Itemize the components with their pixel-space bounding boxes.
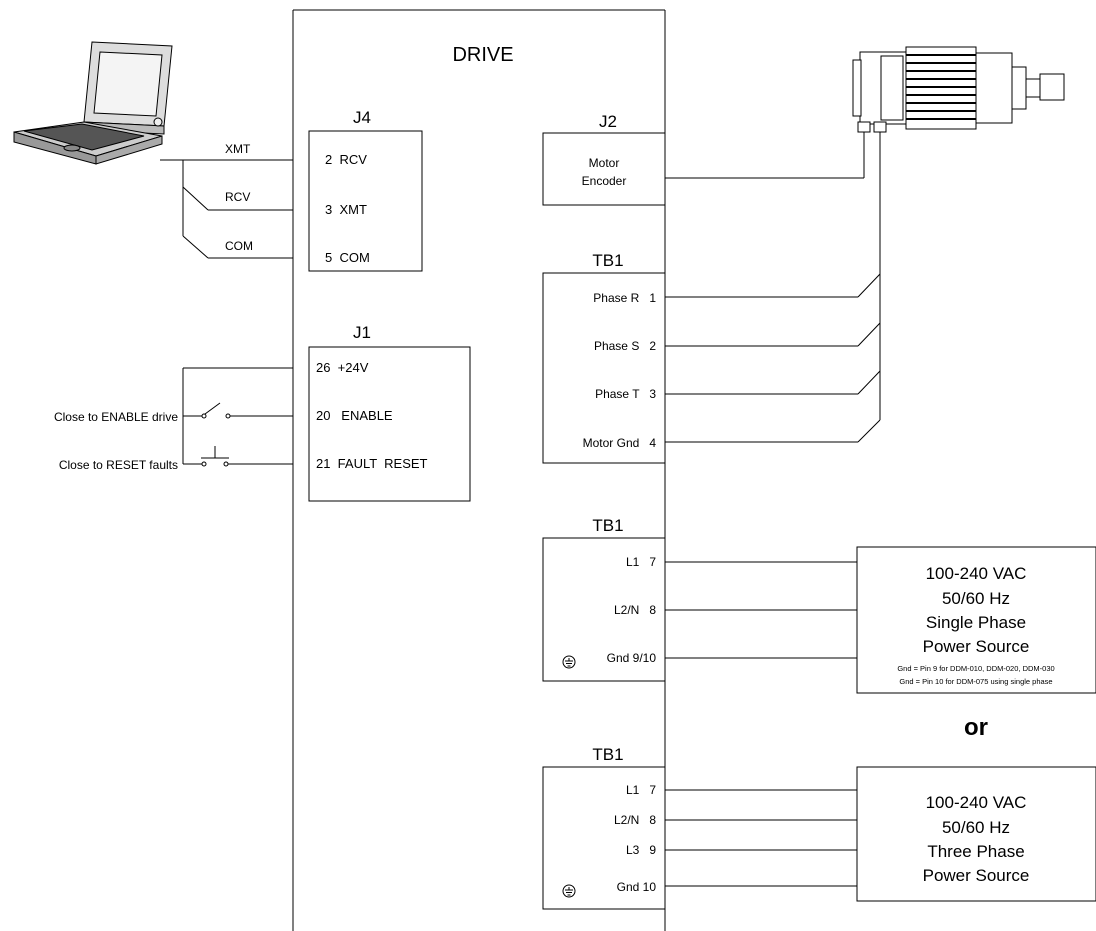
serial-wiring xyxy=(160,159,293,259)
power-three-box xyxy=(856,766,1096,902)
tb1-three-pin-l1: L1 7 xyxy=(626,783,656,797)
tb1-motor-title: TB1 xyxy=(592,251,623,270)
j2-box xyxy=(542,132,666,206)
wire-label-rcv: RCV xyxy=(225,190,250,204)
j1-title: J1 xyxy=(353,323,371,342)
tb1-three-pin-gnd: Gnd 10 xyxy=(617,880,657,894)
tb1-pin-phase-r: Phase R 1 xyxy=(593,291,656,305)
power-single-line1: 100-240 VAC xyxy=(926,564,1027,583)
tb1-pin-phase-s: Phase S 2 xyxy=(594,339,656,353)
power-three-line2: 50/60 Hz xyxy=(942,818,1010,837)
switch-icon xyxy=(201,402,231,419)
j2-title: J2 xyxy=(599,112,617,131)
ground-symbol-icon xyxy=(562,884,576,898)
j2-label-encoder: Encoder xyxy=(582,174,627,188)
power-single-line2: 50/60 Hz xyxy=(942,589,1010,608)
tb1-single-pin-gnd: Gnd 9/10 xyxy=(607,651,657,665)
tb1-three-pin-l2n: L2/N 8 xyxy=(614,813,656,827)
ground-symbol-icon xyxy=(562,655,576,669)
tb1-three-title: TB1 xyxy=(592,745,623,764)
tb1-single-box xyxy=(542,537,666,682)
j1-pin-enable: 20 ENABLE xyxy=(316,408,393,423)
power-single-note1: Gnd = Pin 9 for DDM-010, DDM-020, DDM-03… xyxy=(897,664,1054,673)
j4-pin-rcv: 2 RCV xyxy=(325,152,367,167)
pushbutton-icon xyxy=(201,446,229,467)
tb1-single-pin-l1: L1 7 xyxy=(626,555,656,569)
j1-pin-24v: 26 +24V xyxy=(316,360,369,375)
tb1-three-box xyxy=(542,766,666,910)
power-single-box xyxy=(856,546,1096,694)
j4-pin-xmt: 3 XMT xyxy=(325,202,367,217)
tb1-single-pin-l2n: L2/N 8 xyxy=(614,603,656,617)
power-three-line4: Power Source xyxy=(923,866,1030,885)
wire-label-xmt: XMT xyxy=(225,142,251,156)
tb1-motor-box xyxy=(542,272,666,464)
tb1-pin-phase-t: Phase T 3 xyxy=(595,387,656,401)
label-reset-faults: Close to RESET faults xyxy=(59,458,178,472)
power-three-line1: 100-240 VAC xyxy=(926,793,1027,812)
j4-pin-com: 5 COM xyxy=(325,250,370,265)
or-label: or xyxy=(964,714,988,741)
switch-wiring xyxy=(182,367,293,465)
three-phase-wiring xyxy=(665,789,857,887)
j4-title: J4 xyxy=(353,108,371,127)
j4-box xyxy=(308,130,423,272)
power-single-note2: Gnd = Pin 10 for DDM-075 using single ph… xyxy=(899,677,1052,686)
label-enable-drive: Close to ENABLE drive xyxy=(54,410,178,424)
motor-phase-wiring xyxy=(665,132,881,443)
power-three-line3: Three Phase xyxy=(927,842,1024,861)
laptop-icon xyxy=(13,41,173,165)
j2-label-motor: Motor xyxy=(589,156,620,170)
drive-title: DRIVE xyxy=(452,44,513,66)
single-phase-wiring xyxy=(665,561,857,659)
tb1-three-pin-l3: L3 9 xyxy=(626,843,656,857)
motor-icon xyxy=(852,46,1065,133)
wire-label-com: COM xyxy=(225,239,253,253)
power-single-line3: Single Phase xyxy=(926,613,1026,632)
j1-pin-fault-reset: 21 FAULT RESET xyxy=(316,456,428,471)
encoder-wiring xyxy=(665,132,865,179)
power-single-line4: Power Source xyxy=(923,637,1030,656)
tb1-single-title: TB1 xyxy=(592,516,623,535)
j1-box xyxy=(308,346,471,502)
tb1-pin-motor-gnd: Motor Gnd 4 xyxy=(583,436,657,450)
